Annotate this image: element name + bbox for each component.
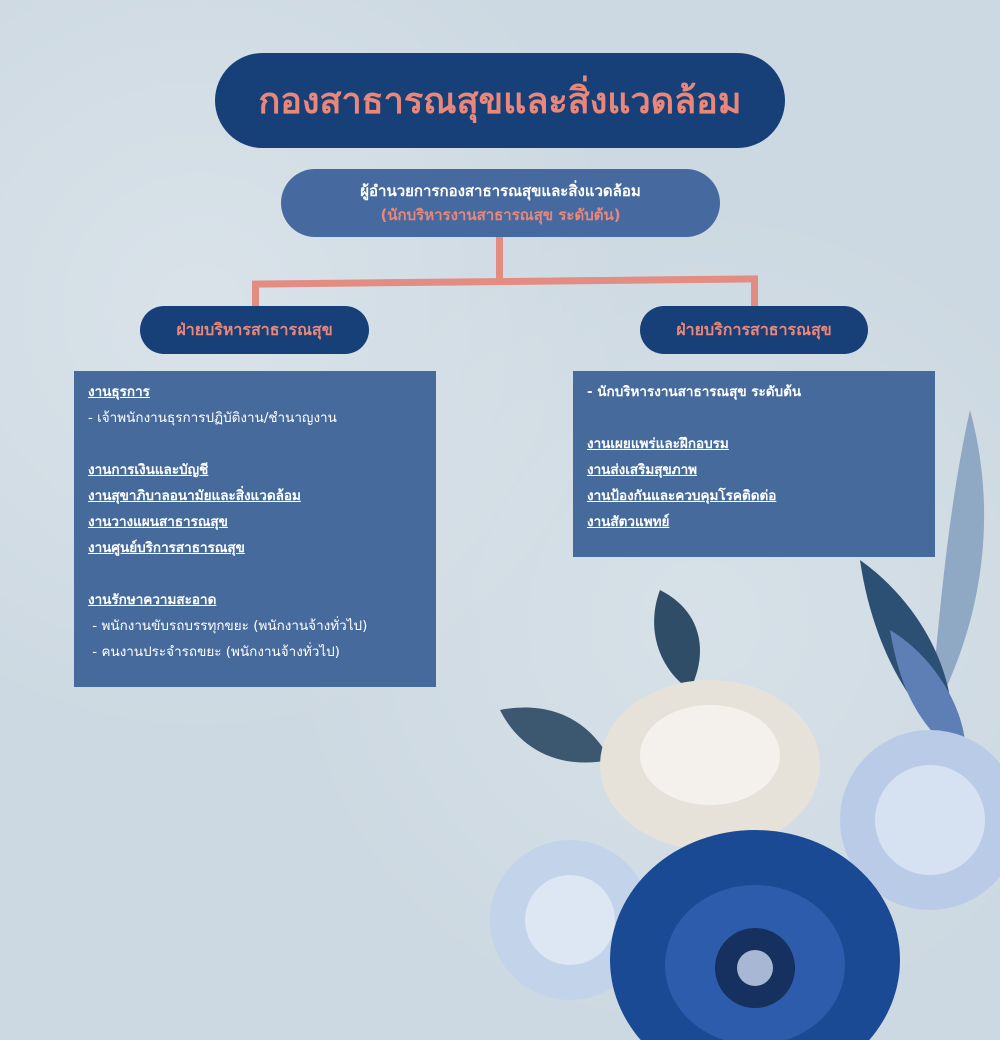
director-position: ผู้อำนวยการกองสาธารณสุขและสิ่งแวดล้อม — [360, 182, 641, 200]
section-heading: งานสัตวแพทย์ — [587, 514, 670, 530]
section-staff: - เจ้าพนักงานธุรการปฏิบัติงาน/ชำนาญงาน — [88, 410, 337, 426]
section-heading: งานธุรการ — [88, 384, 150, 400]
section-heading: งานสุขาภิบาลอนามัยและสิ่งแวดล้อม — [88, 488, 301, 504]
section-heading: งานป้องกันและควบคุมโรคติดต่อ — [587, 488, 777, 504]
section-staff: - คนงานประจำรถขยะ (พนักงานจ้างทั่วไป) — [88, 644, 340, 660]
connector-left — [252, 282, 259, 308]
page-title: กองสาธารณสุขและสิ่งแวดล้อม — [215, 53, 785, 148]
director-node: ผู้อำนวยการกองสาธารณสุขและสิ่งแวดล้อม (น… — [281, 169, 720, 237]
section-heading: งานการเงินและบัญชี — [88, 462, 209, 478]
dept-admin: ฝ่ายบริหารสาธารณสุข — [140, 306, 369, 354]
section-heading: งานส่งเสริมสุขภาพ — [587, 462, 698, 478]
director-level: (นักบริหารงานสาธารณสุข ระดับต้น) — [380, 206, 621, 224]
service-staff: - นักบริหารงานสาธารณสุข ระดับต้น — [587, 384, 802, 400]
connector-vertical — [496, 237, 503, 282]
connector-right — [751, 278, 758, 308]
section-staff: - พนักงานขับรถบรรทุกขยะ (พนักงานจ้างทั่ว… — [88, 618, 368, 634]
section-heading: งานวางแผนสาธารณสุข — [88, 514, 228, 530]
section-heading: งานเผยแพร่และฝึกอบรม — [587, 436, 729, 452]
admin-sections-box: งานธุรการ - เจ้าพนักงานธุรการปฏิบัติงาน/ช… — [74, 371, 436, 687]
dept-service: ฝ่ายบริการสาธารณสุข — [640, 306, 868, 354]
service-sections-box: - นักบริหารงานสาธารณสุข ระดับต้น งานเผยแ… — [573, 371, 935, 557]
section-heading: งานรักษาความสะอาด — [88, 592, 217, 608]
section-heading: งานศูนย์บริการสาธารณสุข — [88, 540, 245, 556]
flower-decoration — [490, 410, 1000, 1040]
